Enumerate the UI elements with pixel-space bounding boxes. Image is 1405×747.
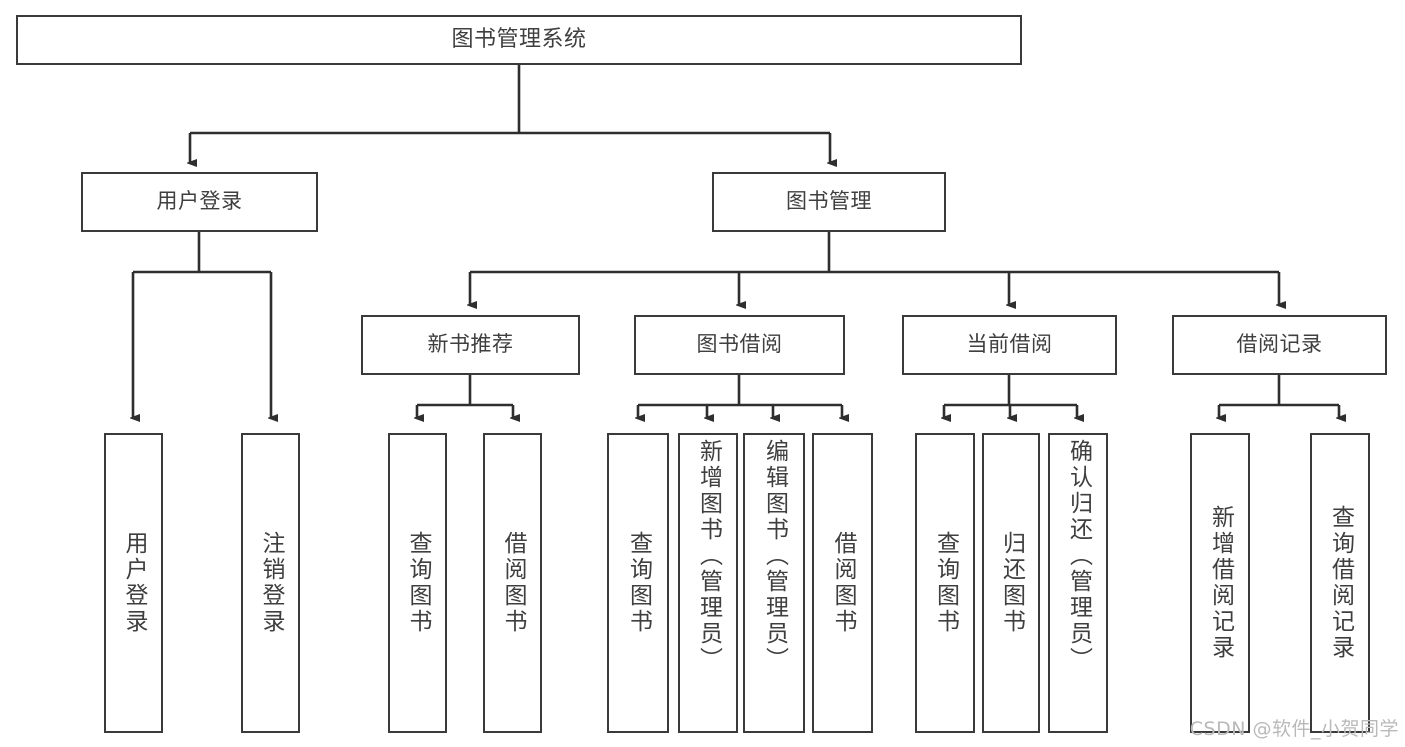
node-leaf-query-book-2[interactable]: 查询图书	[607, 433, 669, 733]
node-leaf-borrow-book-2-label: 借阅图书	[830, 531, 856, 635]
node-new-book-recommend[interactable]: 新书推荐	[361, 315, 580, 375]
node-current-borrow-label: 当前借阅	[966, 332, 1053, 357]
node-leaf-return-book[interactable]: 归还图书	[982, 433, 1040, 733]
node-borrow-record[interactable]: 借阅记录	[1172, 315, 1387, 375]
node-leaf-query-book-3[interactable]: 查询图书	[915, 433, 975, 733]
node-leaf-add-borrow-record[interactable]: 新增借阅记录	[1190, 433, 1250, 733]
node-leaf-edit-book[interactable]: 编辑图书（管理员）	[743, 433, 805, 733]
watermark: CSDN @软件_小贺同学	[1189, 718, 1399, 740]
node-book-borrow[interactable]: 图书借阅	[634, 315, 845, 375]
node-root[interactable]: 图书管理系统	[16, 15, 1022, 65]
node-leaf-add-borrow-record-label: 新增借阅记录	[1207, 505, 1234, 661]
node-current-borrow[interactable]: 当前借阅	[902, 315, 1117, 375]
node-leaf-edit-book-label: 编辑图书（管理员）	[761, 439, 788, 673]
node-user-login[interactable]: 用户登录	[81, 172, 318, 232]
node-leaf-logout-login[interactable]: 注销登录	[241, 433, 300, 733]
node-leaf-logout-login-label: 注销登录	[258, 531, 284, 635]
node-leaf-user-login-label: 用户登录	[121, 531, 147, 635]
node-leaf-confirm-return[interactable]: 确认归还（管理员）	[1048, 433, 1108, 733]
node-leaf-add-book[interactable]: 新增图书（管理员）	[678, 433, 738, 733]
node-leaf-query-borrow-record[interactable]: 查询借阅记录	[1310, 433, 1370, 733]
node-leaf-query-borrow-record-label: 查询借阅记录	[1327, 505, 1354, 661]
node-book-borrow-label: 图书借阅	[696, 332, 783, 357]
node-leaf-query-book-1-label: 查询图书	[405, 531, 431, 635]
node-leaf-borrow-book-2[interactable]: 借阅图书	[812, 433, 873, 733]
node-leaf-confirm-return-label: 确认归还（管理员）	[1065, 439, 1092, 673]
node-book-management[interactable]: 图书管理	[712, 172, 946, 232]
node-leaf-query-book-3-label: 查询图书	[932, 531, 959, 635]
node-user-login-label: 用户登录	[156, 189, 243, 214]
node-leaf-borrow-book-1[interactable]: 借阅图书	[483, 433, 542, 733]
node-leaf-return-book-label: 归还图书	[998, 531, 1025, 635]
node-leaf-query-book-1[interactable]: 查询图书	[388, 433, 447, 733]
node-root-label: 图书管理系统	[451, 26, 587, 52]
node-book-management-label: 图书管理	[786, 189, 872, 214]
node-leaf-user-login[interactable]: 用户登录	[104, 433, 163, 733]
node-borrow-record-label: 借阅记录	[1236, 332, 1323, 357]
node-new-book-recommend-label: 新书推荐	[427, 332, 514, 357]
node-leaf-query-book-2-label: 查询图书	[625, 531, 652, 635]
node-leaf-add-book-label: 新增图书（管理员）	[695, 439, 722, 673]
node-leaf-borrow-book-1-label: 借阅图书	[500, 531, 526, 635]
